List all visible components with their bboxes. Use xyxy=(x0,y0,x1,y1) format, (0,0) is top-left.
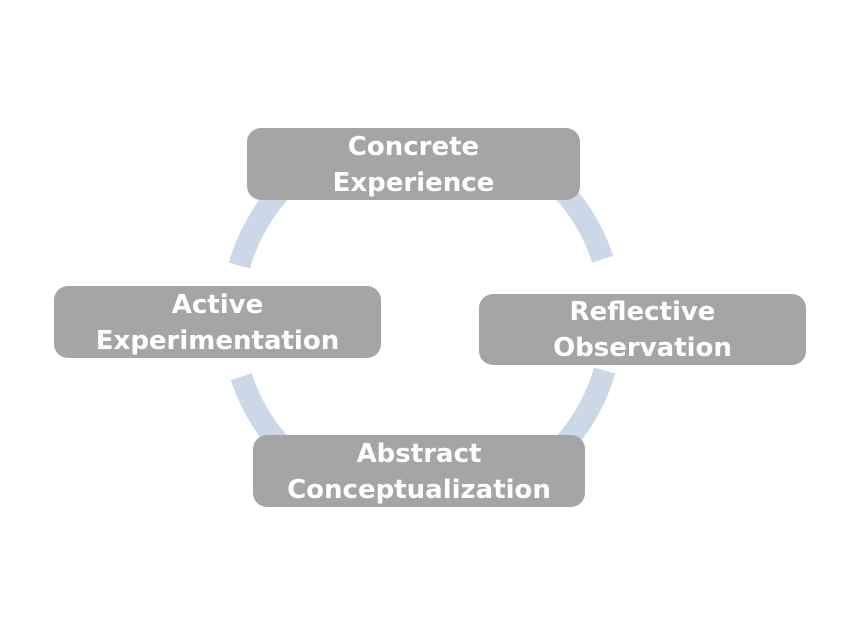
stage-active-experimentation: Active Experimentation xyxy=(54,286,381,358)
stage-label-line1: Abstract xyxy=(356,438,482,469)
stage-label-line2: Conceptualization xyxy=(287,474,551,505)
stage-label-line1: Reflective xyxy=(569,297,716,327)
stage-reflective-observation: Reflective Observation xyxy=(479,294,806,365)
stage-label-line1: Active xyxy=(171,289,264,320)
stage-concrete-experience: Concrete Experience xyxy=(247,128,580,200)
stage-abstract-conceptualization: Abstract Conceptualization xyxy=(253,435,585,507)
stage-label-line2: Observation xyxy=(553,333,732,363)
stage-label-line2: Experience xyxy=(332,167,495,198)
stage-label-line2: Experimentation xyxy=(95,325,340,356)
stage-label-line1: Concrete xyxy=(347,131,480,162)
